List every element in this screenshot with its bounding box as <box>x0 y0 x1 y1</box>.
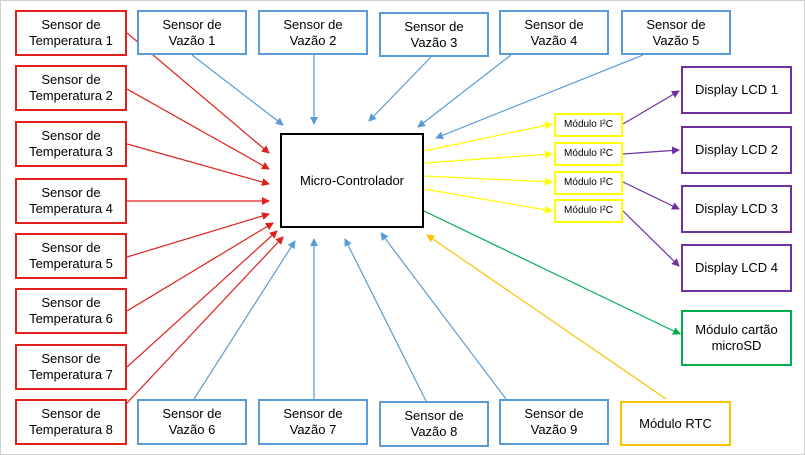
temperature-sensor-line2: Temperatura 1 <box>29 33 113 48</box>
i2c-module-label: Módulo I²C <box>564 205 613 216</box>
temperature-sensor-line2: Temperatura 8 <box>29 422 113 437</box>
flow-arrow <box>344 238 427 402</box>
flow-arrow <box>368 56 432 122</box>
flow-arrow <box>380 232 507 400</box>
lcd-arrow <box>622 210 680 267</box>
flow-arrow <box>191 54 284 126</box>
sd-arrow <box>423 210 681 335</box>
lcd-arrow <box>622 181 680 210</box>
temperature-arrow <box>126 212 270 258</box>
i2c-module-3: Módulo I²C <box>554 171 623 195</box>
flow-sensor-line2: Vazão 5 <box>652 32 700 48</box>
lcd-display-label: Display LCD 4 <box>694 260 779 275</box>
i2c-module-2: Módulo I²C <box>554 142 623 166</box>
lcd-arrow <box>622 90 680 125</box>
flow-sensor-line2: Vazão 2 <box>289 32 337 48</box>
flow-sensor-line1: Sensor de <box>404 408 464 423</box>
temperature-sensor-line2: Temperatura 5 <box>29 256 113 271</box>
temperature-sensor-line1: Sensor de <box>41 17 101 32</box>
lcd-display-3: Display LCD 3 <box>681 185 792 233</box>
temperature-sensor-line1: Sensor de <box>41 185 101 200</box>
flow-sensor-line2: Vazão 9 <box>530 422 578 437</box>
lcd-display-label: Display LCD 1 <box>694 82 779 97</box>
temperature-sensor-line2: Temperatura 4 <box>29 201 113 216</box>
temperature-arrow <box>126 230 278 368</box>
lcd-display-1: Display LCD 1 <box>681 66 792 114</box>
flow-sensor-line2: Vazão 7 <box>289 422 337 437</box>
rtc-arrow <box>426 234 667 400</box>
i2c-module-label: Módulo I²C <box>564 148 613 159</box>
i2c-module-4: Módulo I²C <box>554 199 623 223</box>
lcd-display-2: Display LCD 2 <box>681 126 792 174</box>
i2c-arrow <box>423 175 553 186</box>
microcontroller: Micro-Controlador <box>280 133 424 228</box>
microcontroller-label: Micro-Controlador <box>299 172 405 188</box>
i2c-arrow <box>423 121 553 152</box>
temperature-sensor-line1: Sensor de <box>41 406 101 421</box>
i2c-module-label: Módulo I²C <box>564 119 613 130</box>
flow-sensor-line1: Sensor de <box>646 16 706 32</box>
microsd-module-line2: microSD <box>711 338 762 353</box>
rtc-module: Módulo RTC <box>620 401 731 446</box>
i2c-module-1: Módulo I²C <box>554 113 623 137</box>
temperature-sensor-line2: Temperatura 7 <box>29 367 113 382</box>
rtc-module-label: Módulo RTC <box>639 415 712 431</box>
i2c-module-label: Módulo I²C <box>564 177 613 188</box>
lcd-display-label: Display LCD 2 <box>694 142 779 157</box>
temperature-sensor-line2: Temperatura 6 <box>29 311 113 326</box>
temperature-sensor-line2: Temperatura 2 <box>29 88 113 103</box>
i2c-arrow <box>423 188 553 214</box>
flow-sensor-line2: Vazão 3 <box>410 34 458 50</box>
flow-sensor-line2: Vazão 1 <box>168 32 216 48</box>
flow-arrow <box>193 240 296 400</box>
temperature-sensor-line1: Sensor de <box>41 351 101 366</box>
flow-sensor-line1: Sensor de <box>524 406 584 421</box>
i2c-arrow <box>423 150 553 164</box>
lcd-arrow <box>622 146 680 155</box>
temperature-sensor-line1: Sensor de <box>41 128 101 143</box>
flow-sensor-line1: Sensor de <box>162 406 222 421</box>
flow-arrow <box>417 54 512 128</box>
temperature-arrow <box>126 236 284 404</box>
flow-sensor-line1: Sensor de <box>524 16 584 32</box>
temperature-sensor-line2: Temperatura 3 <box>29 144 113 159</box>
flow-sensor-line1: Sensor de <box>162 16 222 32</box>
flow-sensor-line1: Sensor de <box>283 16 343 32</box>
flow-sensor-line2: Vazão 4 <box>530 32 578 48</box>
lcd-display-4: Display LCD 4 <box>681 244 792 292</box>
temperature-arrow <box>126 222 274 312</box>
flow-arrow <box>435 54 644 140</box>
lcd-display-label: Display LCD 3 <box>694 201 779 216</box>
microsd-module-line1: Módulo cartão <box>695 322 778 337</box>
temperature-sensor-line1: Sensor de <box>41 72 101 87</box>
flow-sensor-line2: Vazão 6 <box>168 422 216 437</box>
temperature-sensor-line1: Sensor de <box>41 240 101 255</box>
flow-sensor-line1: Sensor de <box>283 406 343 421</box>
temperature-sensor-line1: Sensor de <box>41 295 101 310</box>
temperature-arrow <box>126 143 270 186</box>
flow-sensor-line2: Vazão 8 <box>410 424 458 439</box>
flow-sensor-line1: Sensor de <box>404 18 464 34</box>
temperature-arrow <box>126 88 270 170</box>
